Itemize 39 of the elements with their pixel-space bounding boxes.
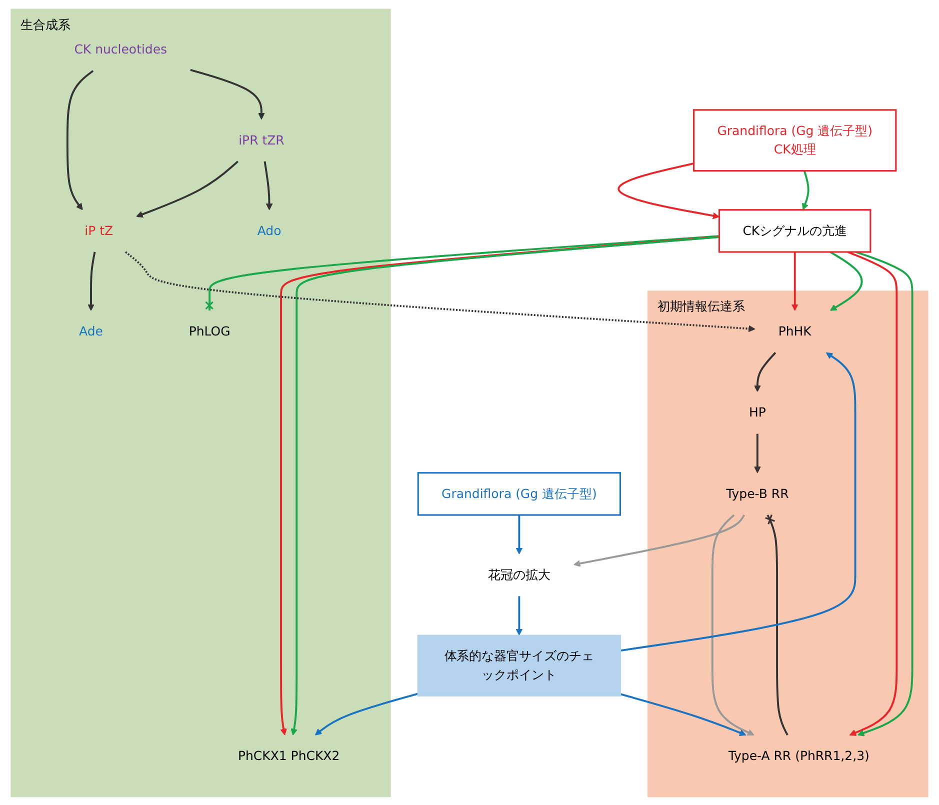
arrow [314,692,418,735]
arrow [620,692,746,736]
arrow [830,250,863,310]
arrow [791,251,798,310]
node-box: CKシグナルの亢進 [718,208,872,252]
node-text: Type-A RR (PhRR1,2,3) [728,748,870,763]
arrow [264,160,273,210]
node-box: Grandiflora (Gg 遺伝子型) CK処理 [693,108,897,172]
arrow [136,160,238,218]
node-text: iPR tZR [238,132,284,147]
node-text: PhLOG [188,323,230,338]
node-text: PhHK [778,323,812,338]
arrow [516,596,523,635]
arrow [516,514,523,554]
node-text: PhCKX1 PhCKX2 [238,748,340,763]
arrow [711,514,754,736]
connector [764,514,788,736]
arrow [856,250,914,736]
arrow [754,352,776,392]
arrow [618,162,720,219]
connector [205,234,720,310]
node-text: iP tZ [84,222,114,238]
arrow [88,251,96,310]
node-text: Ado [257,222,282,238]
arrow [66,70,94,210]
arrow [847,250,898,736]
arrow [754,433,761,473]
arrow [574,514,746,566]
arrow [190,68,265,120]
arrow [124,250,756,332]
node-box: 体系的な器官サイズのチェックポイント [417,634,622,696]
node-text: Type-B RR [726,486,789,500]
node-text: CK nucleotides [74,42,168,56]
node-text: Ade [79,323,103,338]
node-text: HP [748,404,766,420]
arrow [802,170,810,210]
arrow [620,352,856,652]
node-text: 花冠の拡大 [488,566,550,582]
node-box: Grandiflora (Gg 遺伝子型) [417,472,622,516]
